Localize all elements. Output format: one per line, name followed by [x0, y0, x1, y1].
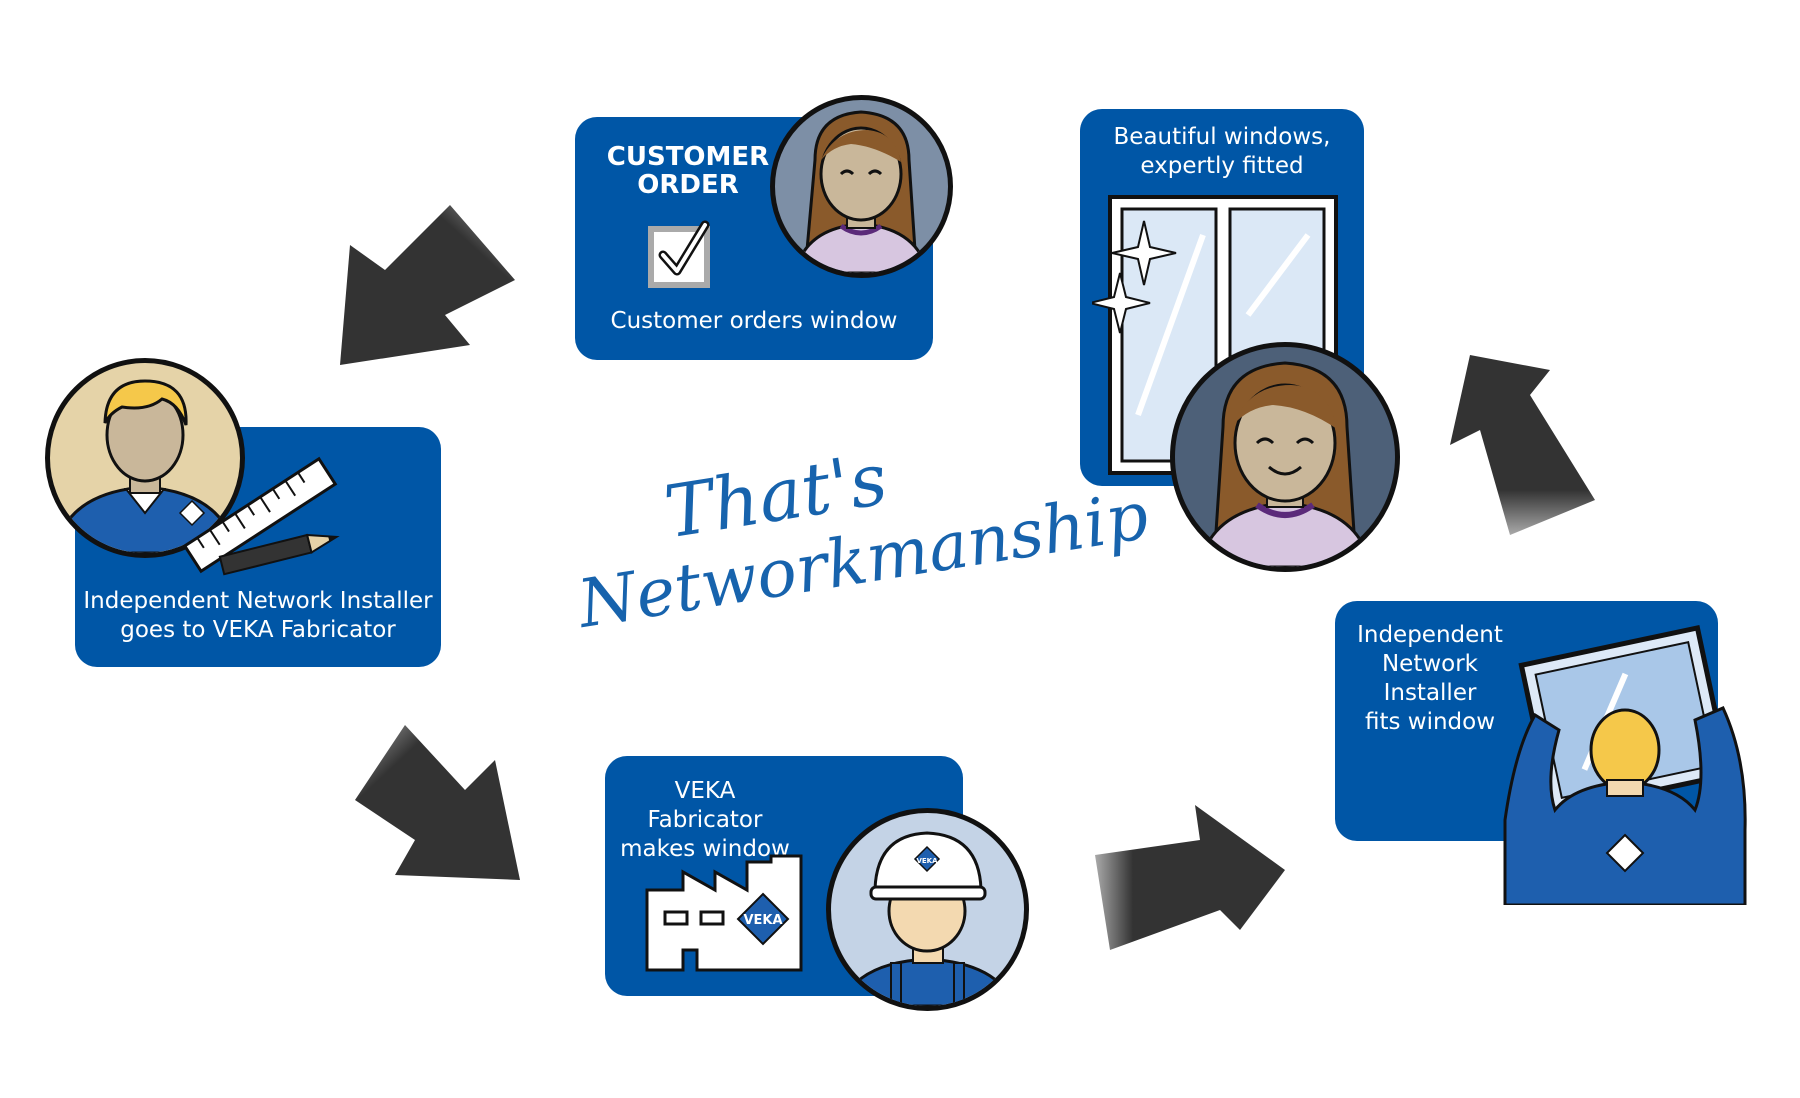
factory-icon: VEKA	[645, 854, 803, 972]
checkbox-check-icon	[648, 220, 710, 288]
helmet-veka-logo: VEKA	[916, 857, 938, 865]
thats-networkmanship-title: That's Networkmanship	[561, 414, 1153, 706]
customer-order-caption: Customer orders window	[610, 308, 898, 334]
arrow-installer-to-result-icon	[1450, 355, 1595, 535]
fabricator-avatar: VEKA	[826, 808, 1029, 1011]
ruler-pencil-icon	[182, 456, 340, 576]
customer-order-heading: CUSTOMER ORDER	[606, 142, 770, 200]
arrow-installer-to-fabricator-icon	[355, 725, 520, 880]
sparkle-icon	[1092, 220, 1177, 334]
installer-carrying-window-icon	[1503, 624, 1747, 905]
happy-customer-avatar	[1170, 342, 1400, 572]
installer-to-fabricator-caption: Independent Network Installer goes to VE…	[83, 588, 433, 643]
result-caption: Beautiful windows, expertly fitted	[1113, 124, 1331, 179]
customer-avatar	[770, 95, 953, 278]
arrow-order-to-installer-icon	[340, 205, 515, 365]
factory-veka-logo: VEKA	[743, 913, 782, 928]
installer-fits-caption: Independent Network Installer fits windo…	[1357, 622, 1503, 735]
fabricator-caption: VEKA Fabricator makes window	[620, 778, 790, 862]
arrow-fabricator-to-installer-icon	[1095, 805, 1285, 950]
installer-avatar	[45, 358, 245, 558]
